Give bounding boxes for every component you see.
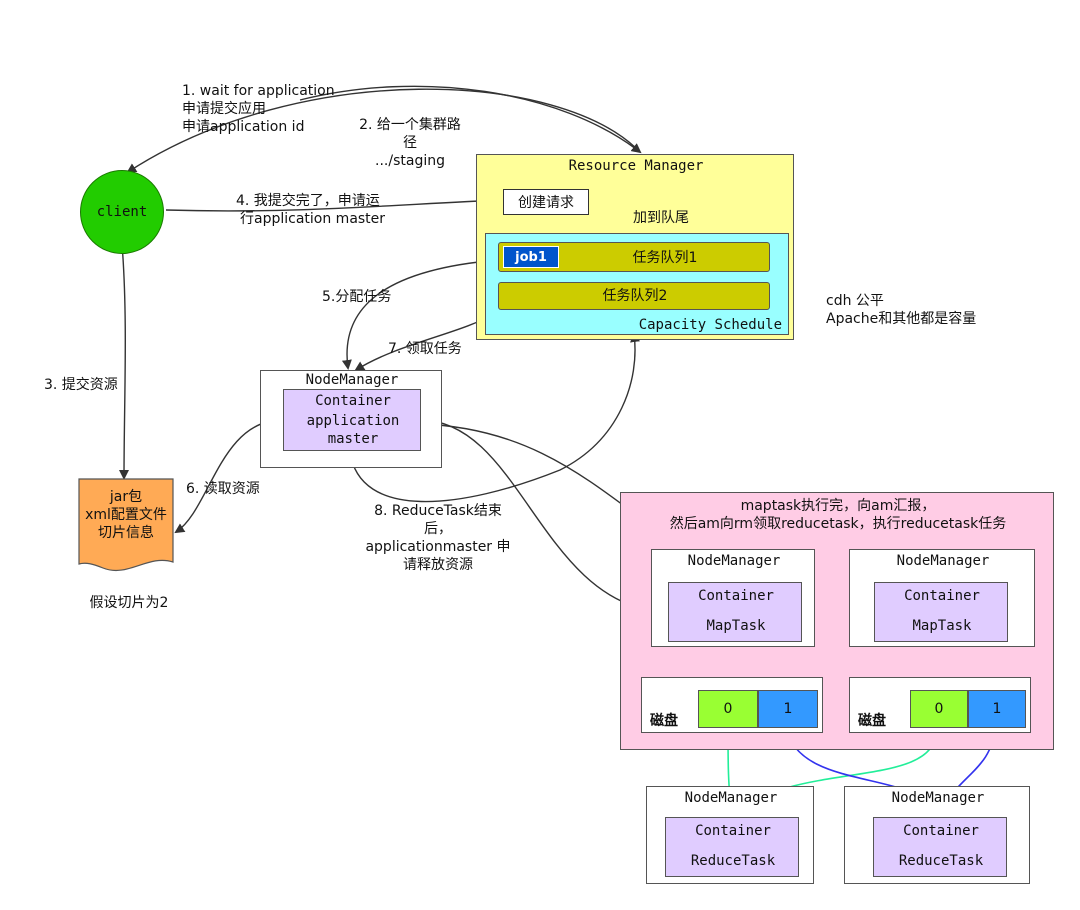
client-label: client — [96, 204, 148, 220]
step5-label: 5.分配任务 — [322, 289, 392, 305]
arrow-assign-task — [341, 259, 499, 370]
step2-line1: 2. 给一个集群路 — [359, 117, 461, 133]
disk-2: 磁盘 0 1 — [849, 677, 1031, 733]
step8-line1: 8. ReduceTask结束 — [374, 503, 502, 519]
map-node-1-task-label: MapTask — [706, 618, 766, 634]
resources-doc-line3: 切片信息 — [98, 525, 154, 541]
reduce-node-1: NodeManager Container ReduceTask — [646, 786, 814, 884]
reduce-node-2: NodeManager Container ReduceTask — [844, 786, 1030, 884]
disk-1-label: 磁盘 — [650, 713, 678, 729]
disk-1-partition-0: 0 — [698, 690, 758, 728]
step8-line4: 请释放资源 — [403, 557, 473, 573]
scheduler-label: Capacity Schedule — [638, 317, 782, 333]
disk-2-label: 磁盘 — [858, 713, 886, 729]
scheduler-note-line1: cdh 公平 — [826, 293, 884, 309]
map-note-line2: 然后am向rm领取reducetask，执行reducetask任务 — [669, 516, 1007, 532]
am-container-line2: application — [306, 413, 400, 429]
step6-label: 6. 读取资源 — [186, 481, 260, 497]
am-node-manager: NodeManager Container application master — [260, 370, 442, 468]
resources-doc-caption: 假设切片为2 — [89, 595, 169, 611]
task-queue-1: job1 任务队列1 — [498, 242, 770, 272]
map-node-1-title: NodeManager — [687, 553, 781, 569]
map-node-2-title: NodeManager — [896, 553, 990, 569]
am-container-line1: Container — [315, 393, 391, 409]
step8-line2: 后， — [424, 521, 452, 537]
reduce-node-2-container: Container ReduceTask — [873, 817, 1007, 877]
arrow-am-maptask1 — [419, 419, 662, 617]
step4-line1: 4. 我提交完了，申请运 — [236, 193, 380, 209]
am-container: Container application master — [283, 389, 421, 451]
step1-line2: 申请提交应用 — [182, 101, 266, 117]
reduce-node-1-container-label: Container — [695, 823, 771, 839]
step2-line3: .../staging — [375, 153, 445, 169]
map-node-2: NodeManager Container MapTask — [849, 549, 1035, 647]
arrow-release-resources — [349, 332, 640, 503]
reduce-node-1-task-label: ReduceTask — [690, 853, 776, 869]
resources-doc-line2: xml配置文件 — [85, 507, 167, 523]
enqueue-label: 加到队尾 — [633, 210, 689, 226]
resources-document-shape — [78, 478, 174, 572]
step4-line2: 行application master — [240, 211, 386, 227]
am-node-title: NodeManager — [305, 372, 399, 388]
scheduler-note-line2: Apache和其他都是容量 — [826, 311, 977, 327]
step8-line3: applicationmaster 申 — [365, 539, 511, 555]
reduce-node-1-container: Container ReduceTask — [665, 817, 799, 877]
disk-2-partition-0: 0 — [910, 690, 968, 728]
map-node-1-container-label: Container — [698, 588, 774, 604]
map-node-2-container-label: Container — [904, 588, 980, 604]
task-queue-2-label: 任务队列2 — [602, 288, 668, 304]
map-node-1-container: Container MapTask — [668, 582, 802, 642]
task-queue-2: 任务队列2 — [498, 282, 770, 310]
rm-title: Resource Manager — [568, 158, 704, 174]
client-node: client — [80, 170, 164, 254]
arrow-submit-am — [165, 195, 504, 212]
disk-2-partition-1: 1 — [968, 690, 1026, 728]
map-note-line1: maptask执行完，向am汇报， — [740, 498, 936, 514]
step1-line1: 1. wait for application — [182, 83, 335, 99]
step2-line2: 径 — [403, 135, 417, 151]
reduce-node-2-task-label: ReduceTask — [898, 853, 984, 869]
capacity-scheduler: job1 任务队列1 任务队列2 Capacity Schedule — [485, 233, 789, 335]
arrow-apply-application — [126, 88, 641, 174]
map-node-1: NodeManager Container MapTask — [651, 549, 815, 647]
step7-label: 7. 领取任务 — [388, 341, 462, 357]
resource-manager: Resource Manager 创建请求 加到队尾 job1 任务队列1 任务… — [476, 154, 794, 340]
step3-label: 3. 提交资源 — [44, 377, 118, 393]
reduce-node-1-title: NodeManager — [684, 790, 778, 806]
arrow-to-rm — [299, 85, 642, 154]
task-queue-1-label: 任务队列1 — [632, 250, 698, 266]
disk-1: 磁盘 0 1 — [641, 677, 823, 733]
resources-doc-line1: jar包 — [109, 489, 143, 505]
create-request-box: 创建请求 — [503, 189, 589, 215]
reduce-node-2-title: NodeManager — [891, 790, 985, 806]
step1-line3: 申请application id — [182, 119, 305, 135]
map-area: maptask执行完，向am汇报， 然后am向rm领取reducetask，执行… — [620, 492, 1054, 750]
job1-badge: job1 — [503, 246, 559, 268]
map-node-2-container: Container MapTask — [874, 582, 1008, 642]
reduce-node-2-container-label: Container — [903, 823, 979, 839]
map-node-2-task-label: MapTask — [912, 618, 972, 634]
am-container-line3: master — [327, 431, 379, 447]
disk-1-partition-1: 1 — [758, 690, 818, 728]
arrow-submit-resources — [119, 243, 130, 480]
